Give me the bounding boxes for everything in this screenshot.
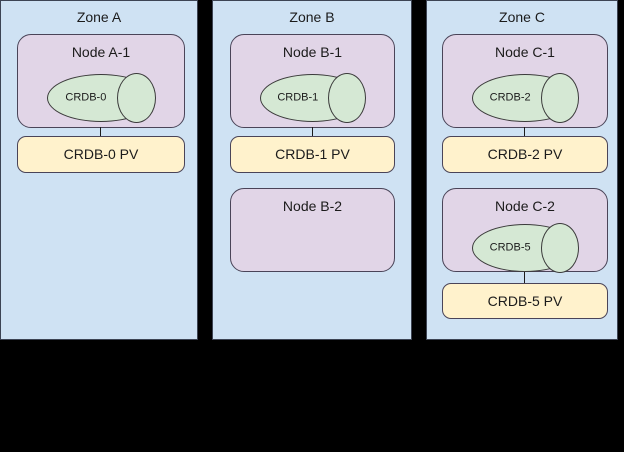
node-box-node-b-2: Node B-2 bbox=[230, 188, 395, 272]
cylinder-end-cap bbox=[540, 223, 579, 273]
database-label: CRDB-0 bbox=[65, 91, 107, 104]
zone-title: Zone A bbox=[76, 9, 122, 25]
persistent-volume-label: CRDB-5 PV bbox=[487, 292, 563, 309]
persistent-volume-crdb-1-pv: CRDB-1 PV bbox=[230, 136, 395, 173]
database-cylinder-crdb-5: CRDB-5 bbox=[472, 223, 579, 273]
persistent-volume-crdb-5-pv: CRDB-5 PV bbox=[442, 283, 608, 319]
database-cylinder-crdb-2: CRDB-2 bbox=[472, 73, 579, 123]
zone-title: Zone C bbox=[499, 9, 545, 25]
connector-line-node-b-1 bbox=[312, 127, 313, 137]
connector-line-node-c-1 bbox=[524, 127, 525, 137]
persistent-volume-label: CRDB-2 PV bbox=[487, 146, 563, 162]
database-cylinder-crdb-0: CRDB-0 bbox=[47, 73, 156, 123]
persistent-volume-label: CRDB-0 PV bbox=[63, 146, 139, 162]
node-title: Node C-1 bbox=[495, 44, 555, 60]
cylinder-end-cap bbox=[540, 73, 579, 123]
persistent-volume-crdb-2-pv: CRDB-2 PV bbox=[442, 136, 608, 173]
database-cylinder-crdb-1: CRDB-1 bbox=[260, 73, 366, 123]
node-title: Node C-2 bbox=[495, 198, 555, 214]
database-label: CRDB-2 bbox=[489, 91, 531, 104]
zone-title: Zone B bbox=[289, 9, 335, 25]
cylinder-end-cap bbox=[328, 73, 366, 123]
node-title: Node B-1 bbox=[282, 44, 343, 60]
connector-line-node-a-1 bbox=[100, 127, 101, 137]
node-title: Node A-1 bbox=[71, 44, 131, 60]
cylinder-end-cap bbox=[117, 73, 156, 123]
persistent-volume-crdb-0-pv: CRDB-0 PV bbox=[17, 136, 185, 173]
database-label: CRDB-1 bbox=[277, 91, 319, 104]
database-label: CRDB-5 bbox=[489, 241, 531, 254]
persistent-volume-label: CRDB-1 PV bbox=[275, 146, 350, 162]
connector-line-node-c-2 bbox=[524, 272, 525, 283]
node-title: Node B-2 bbox=[282, 198, 343, 214]
